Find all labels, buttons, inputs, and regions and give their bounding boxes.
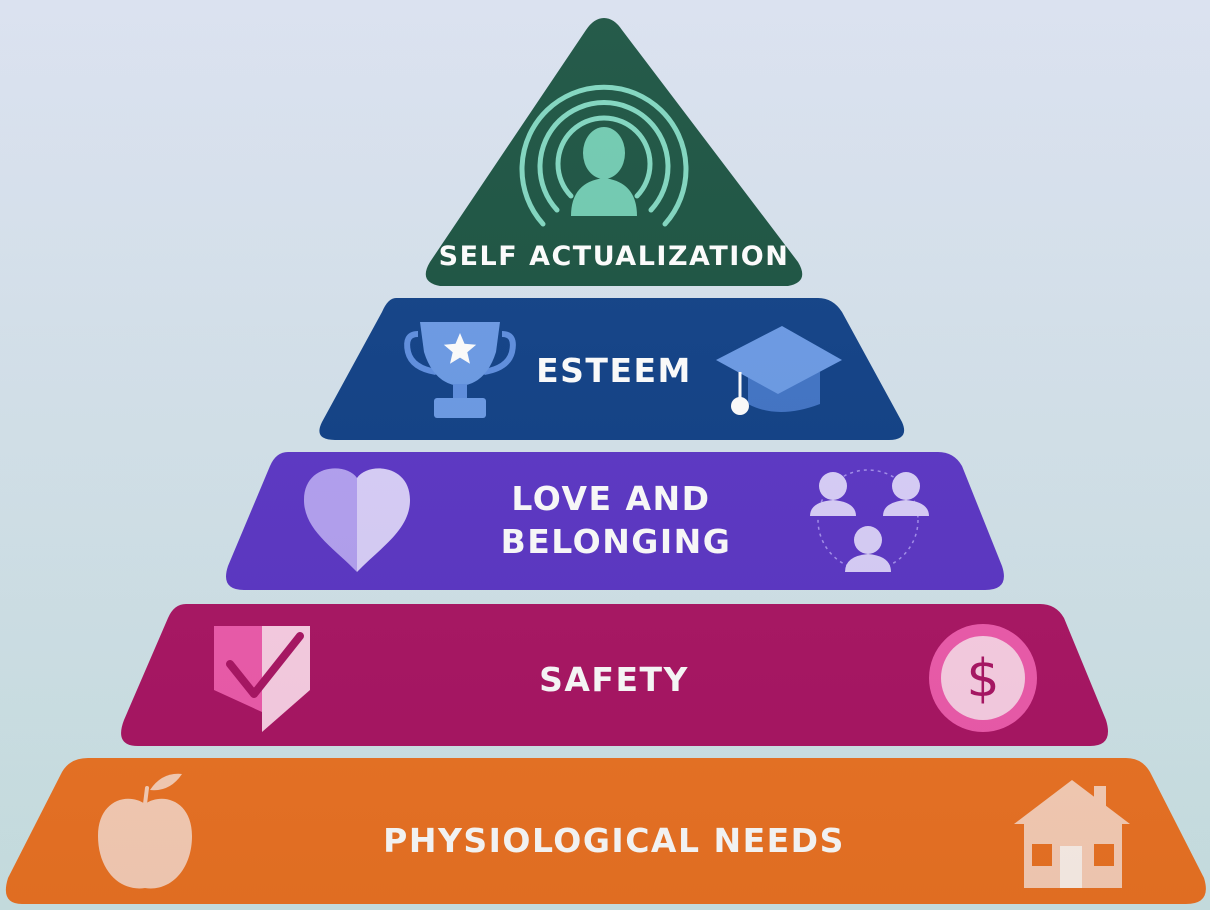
esteem-label: ESTEEM bbox=[536, 351, 692, 390]
love-belonging-label-line-2: BELONGING bbox=[501, 522, 732, 561]
level-self-actualization: SELF ACTUALIZATION bbox=[425, 18, 803, 286]
level-love-belonging: LOVE AND BELONGING bbox=[226, 452, 1004, 590]
dollar-coin-icon: $ bbox=[929, 624, 1037, 732]
love-belonging-label-line-1: LOVE AND bbox=[511, 479, 710, 518]
safety-label: SAFETY bbox=[539, 660, 689, 699]
level-safety: $ SAFETY bbox=[121, 604, 1108, 746]
level-physiological: PHYSIOLOGICAL NEEDS bbox=[5, 758, 1206, 904]
svg-text:$: $ bbox=[966, 649, 999, 709]
physiological-label: PHYSIOLOGICAL NEEDS bbox=[383, 821, 845, 860]
self-actualization-label: SELF ACTUALIZATION bbox=[439, 241, 790, 272]
level-esteem: ESTEEM bbox=[319, 298, 905, 440]
